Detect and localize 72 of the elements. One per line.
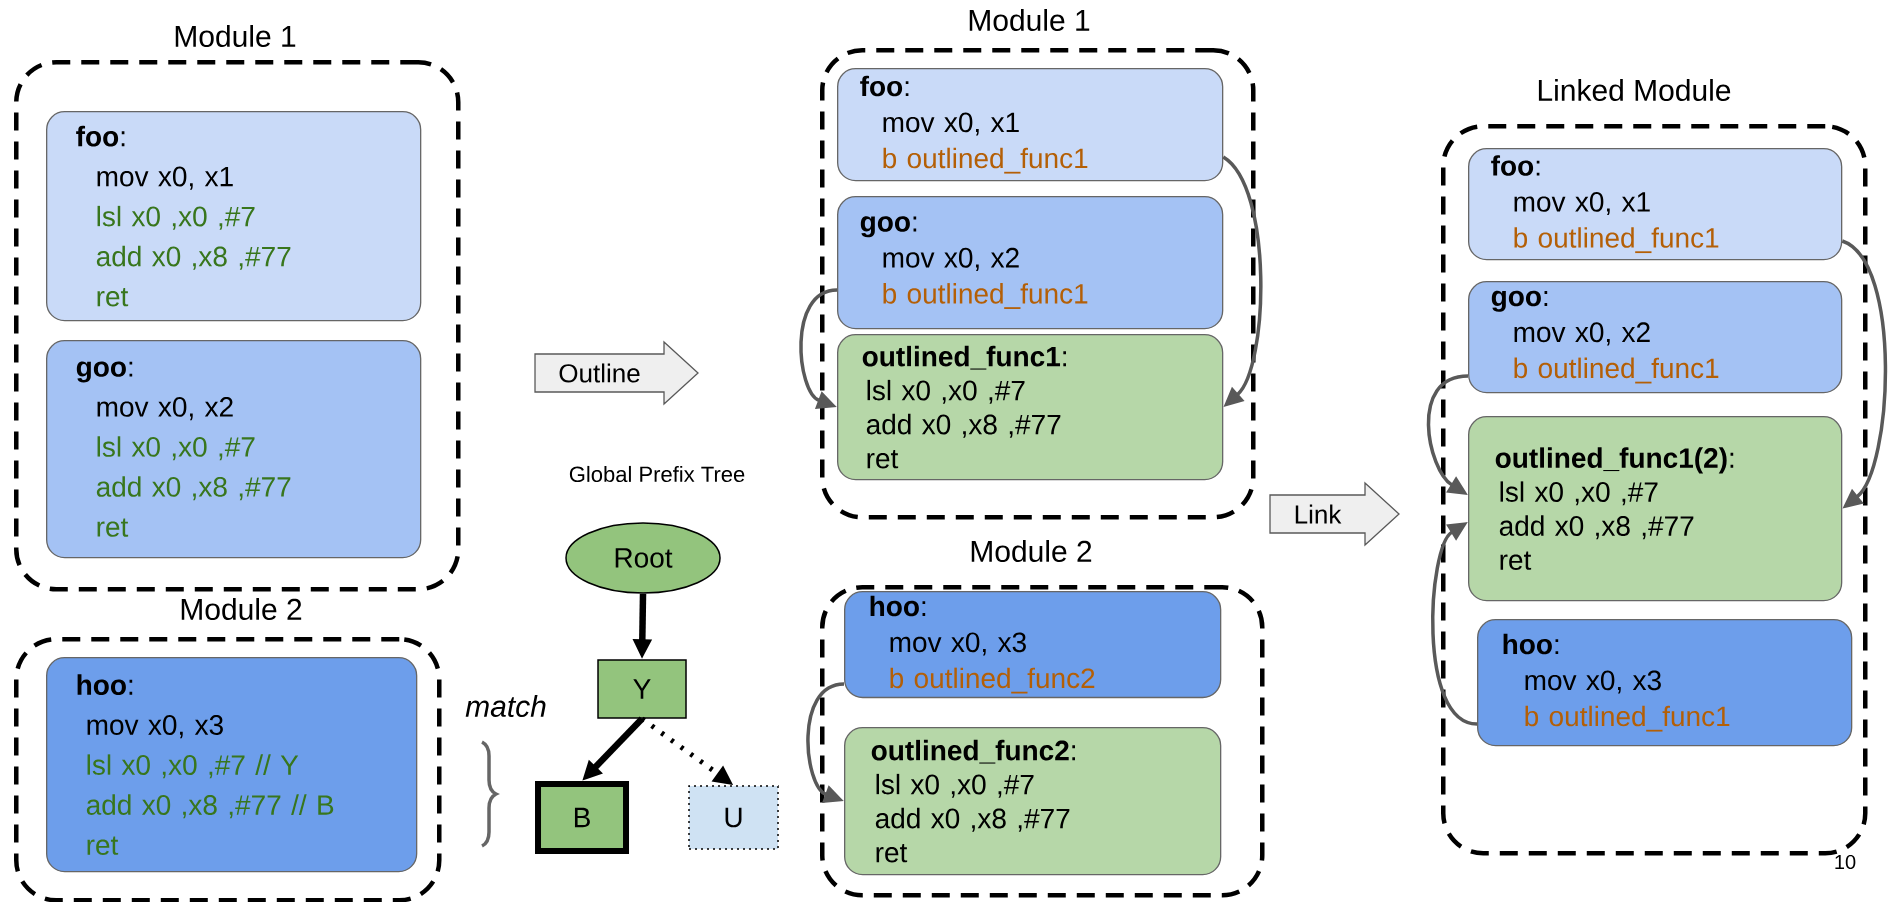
code-line: mov x0, x1 — [1514, 191, 1650, 216]
code-line: b outlined_func1 — [1514, 357, 1719, 384]
code-line: mov x0, x3 — [890, 632, 1026, 656]
function-label: hoo: — [77, 674, 133, 695]
code-box — [844, 591, 1222, 699]
module-title: Module 2 — [971, 540, 1092, 562]
code-box — [1468, 416, 1843, 602]
code-line: ret — [97, 518, 129, 537]
function-label: foo: — [860, 75, 909, 97]
code-line: lsl x0 ,x0 ,#7 — [867, 379, 1025, 404]
code-line: ret — [97, 288, 129, 307]
function-label: outlined_func2: — [871, 739, 1075, 764]
function-label: outlined_func1(2): — [1495, 447, 1734, 474]
code-line: ret — [1500, 551, 1532, 570]
code-line: b outlined_func1 — [883, 147, 1088, 174]
function-label: hoo: — [1503, 633, 1559, 655]
heading: Global Prefix Tree — [569, 465, 745, 483]
code-line: mov x0, x1 — [883, 112, 1019, 136]
code-box — [844, 727, 1222, 876]
code-box — [837, 68, 1224, 182]
code-line: b outlined_func2 — [890, 667, 1095, 694]
module-title: Linked Module — [1538, 79, 1731, 101]
code-box — [1468, 148, 1843, 261]
edge-label: Outline — [559, 363, 640, 383]
module-title: Module 1 — [969, 9, 1090, 31]
code-box — [837, 196, 1224, 330]
code-line: ret — [867, 450, 899, 469]
code-line: mov x0, x3 — [1525, 670, 1661, 694]
edge-label: Link — [1295, 504, 1342, 524]
code-line: ret — [87, 836, 119, 855]
code-line: mov x0, x2 — [883, 247, 1019, 271]
function-label: goo: — [860, 216, 917, 238]
code-line: lsl x0 ,x0 ,#7 — [97, 205, 255, 230]
code-line: add x0 ,x8 ,#77 — [875, 807, 1070, 832]
code-line: ret — [876, 844, 908, 863]
code-line: lsl x0 ,x0 ,#7 — [876, 773, 1034, 798]
code-box — [46, 657, 418, 873]
page-number: 10 — [1835, 854, 1856, 870]
code-line: add x0 ,x8 ,#77 — [96, 245, 291, 270]
function-label: outlined_func1: — [862, 345, 1066, 370]
function-label: hoo: — [870, 595, 926, 617]
code-line: lsl x0 ,x0 ,#7 — [1500, 481, 1658, 506]
function-label: goo: — [76, 361, 133, 383]
code-box — [1468, 281, 1843, 394]
tree-node-box: U — [688, 785, 779, 850]
code-box — [46, 111, 422, 322]
code-line: add x0 ,x8 ,#77 — [96, 476, 291, 501]
code-line: b outlined_func1 — [1525, 705, 1730, 732]
curved-arrow — [1431, 522, 1478, 726]
code-box — [1477, 619, 1853, 747]
code-line: add x0 ,x8 ,#77 — [866, 413, 1061, 438]
code-line: lsl x0 ,x0 ,#7 — [97, 436, 255, 461]
code-line: add x0 ,x8 ,#77 — [1499, 515, 1694, 540]
code-box — [837, 334, 1224, 481]
function-label: goo: — [1491, 290, 1548, 312]
code-line: lsl x0 ,x0 ,#7 // Y — [87, 754, 299, 779]
tree-node-box: B — [535, 781, 629, 854]
code-line: mov x0, x3 — [87, 715, 223, 739]
tree-node-box: Y — [597, 659, 687, 719]
code-box — [46, 340, 422, 559]
function-label: foo: — [76, 125, 125, 147]
code-line: mov x0, x2 — [1514, 322, 1650, 346]
curved-arrow — [1222, 155, 1263, 407]
code-line: mov x0, x1 — [97, 166, 233, 190]
code-line: b outlined_func1 — [1514, 227, 1719, 254]
code-line: add x0 ,x8 ,#77 // B — [86, 794, 334, 819]
module-title: Module 2 — [181, 598, 302, 620]
function-label: foo: — [1491, 155, 1540, 176]
code-line: b outlined_func1 — [883, 283, 1088, 309]
module-title: Module 1 — [175, 25, 296, 47]
code-line: mov x0, x2 — [97, 397, 233, 421]
annotation: match — [465, 695, 546, 717]
